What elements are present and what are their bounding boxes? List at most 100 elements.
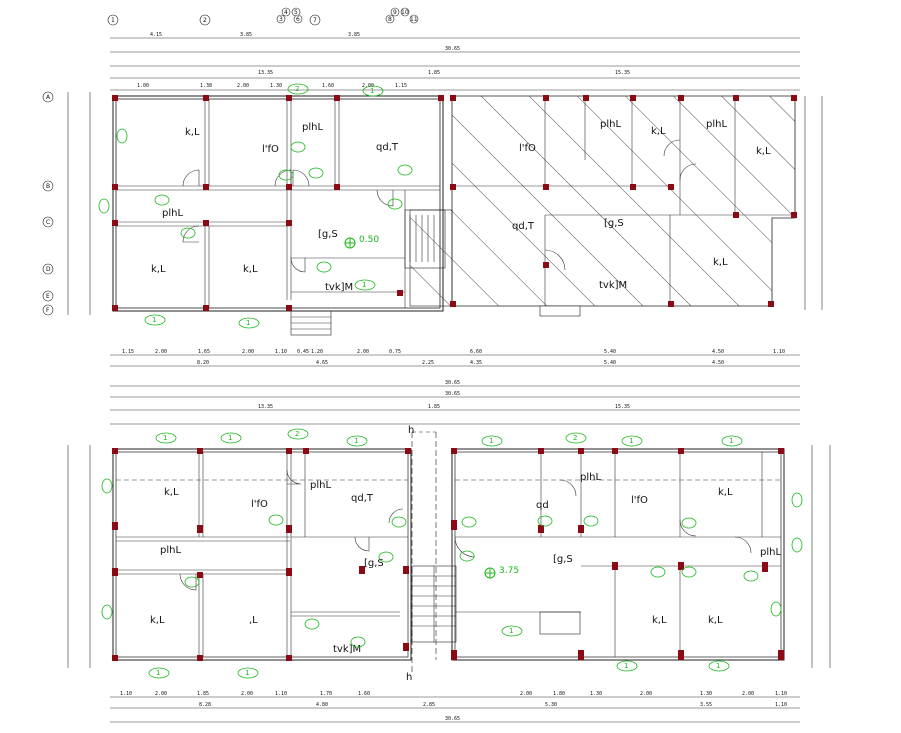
dim-bb-tot-2: 4.80 — [316, 702, 328, 708]
dim-tb-total-2: 30.65 — [445, 391, 460, 397]
room-label-bath3: plhL — [600, 119, 621, 130]
dim-top-1: 4.15 — [150, 32, 162, 38]
dim-top-right: 15.35 — [615, 70, 630, 76]
grid-bubbles-left: A B C D E F — [42, 91, 91, 316]
room-label-entry2: tvk]M — [599, 280, 627, 291]
room-label-b-hall2: [g,S — [553, 554, 573, 565]
dim-tb-11: 6.60 — [470, 349, 482, 355]
tag-b-9: 1 — [156, 669, 160, 677]
room-label-study2: l'fO — [519, 143, 536, 154]
room-label-store1: qd,T — [376, 142, 399, 153]
dim-bb-5: 1.10 — [275, 691, 287, 697]
tag-b-6: 2 — [573, 434, 577, 442]
room-label-b-bath1: plhL — [310, 480, 331, 491]
tag-d1-a: 1 — [152, 316, 156, 324]
dim-bb-2: 2.00 — [155, 691, 167, 697]
bottom-plan: 13.35 1.85 15.35 h h — [67, 404, 831, 723]
tag-b-13: 1 — [716, 662, 720, 670]
dim-bb-18: 2.00 — [640, 691, 652, 697]
tag-d1-c: 1 — [370, 87, 374, 95]
grid-bubbles-top: 1 2 3 4 5 6 7 8 9 10 11 — [107, 7, 419, 26]
room-label-b-bed2: k,L — [150, 615, 165, 626]
door-tags-bottom: 1 1 2 1 1 2 1 1 1 1 1 1 1 — [101, 428, 803, 679]
dim-bay-d: 1.30 — [270, 83, 282, 89]
dim-tb-9: 2.00 — [357, 349, 369, 355]
dim-bb-tot-4: 5.30 — [545, 702, 557, 708]
dim-bb-20: 2.00 — [742, 691, 754, 697]
dim-bb-17: 1.30 — [590, 691, 602, 697]
dim-tb-tot-5: 5.40 — [604, 360, 616, 366]
top-dimension-lines: 4.15 3.85 3.85 30.65 13.35 1.85 15.35 1.… — [110, 32, 800, 91]
tag-b-4: 1 — [354, 437, 358, 445]
dim-bb-total: 30.65 — [445, 716, 460, 722]
dim-bb-19: 1.30 — [700, 691, 712, 697]
dim-bay-g: 1.15 — [395, 83, 407, 89]
grid-bubble-a: A — [46, 94, 51, 101]
room-label-b-study1: l'fO — [251, 499, 268, 510]
bottom-left-wing: k,L l'fO plhL qd,T plhL k,L ,L [g,S tvk]… — [112, 448, 457, 661]
bottom-bottom-dims: 1.10 2.00 1.85 2.00 1.10 1.70 1.60 2.00 … — [110, 691, 800, 723]
dim-tb-total: 30.65 — [445, 380, 460, 386]
dim-bay-f: 2.00 — [362, 83, 374, 89]
dim-b-top-left: 13.35 — [258, 404, 273, 410]
dim-bb-tot-5: 3.55 — [700, 702, 712, 708]
tag-d2-a: 2 — [295, 85, 299, 93]
room-label-entry1: tvk]M — [325, 282, 353, 293]
dim-b-top-mid: 1.85 — [428, 404, 440, 410]
grid-bubble-2: 2 — [203, 17, 207, 24]
dim-tb-tot-1: 8.20 — [197, 360, 209, 366]
grid-bubble-c: C — [46, 219, 50, 226]
bottom-right-wing: qd plhL l'fO k,L [g,S plhL k,L k,L 3.75 — [451, 448, 785, 661]
dim-bay-a: 1.00 — [137, 83, 149, 89]
grid-bubble-3: 3 — [279, 16, 283, 23]
dim-tb-14: 1.10 — [773, 349, 785, 355]
dim-top-total: 30.65 — [445, 46, 460, 52]
room-label-b-bed3: ,L — [249, 615, 258, 626]
dim-tb-7: 1.20 — [311, 349, 323, 355]
room-label-b-store2: qd — [536, 500, 549, 511]
dim-b-top-right: 15.35 — [615, 404, 630, 410]
room-label-b-bed1: k,L — [164, 487, 179, 498]
room-label-b-bath2: plhL — [160, 545, 181, 556]
top-right-wing: l'fO plhL k,L plhL k,L qd,T [g,S k,L tvk… — [409, 95, 823, 317]
dim-bb-tot-6: 1.10 — [775, 702, 787, 708]
room-label-hall1: [g,S — [318, 229, 338, 240]
dim-bb-7: 1.70 — [320, 691, 332, 697]
room-label-store2: qd,T — [512, 221, 535, 232]
dim-top-2: 3.85 — [240, 32, 252, 38]
grid-bubble-11: 11 — [410, 16, 418, 23]
grid-bubble-5: 5 — [294, 9, 298, 16]
dim-tb-tot-6: 4.50 — [712, 360, 724, 366]
dim-tb-tot-3: 2.25 — [422, 360, 434, 366]
grid-bubble-4: 4 — [284, 9, 288, 16]
tag-b-8: 1 — [729, 437, 733, 445]
room-label-bed6: k,L — [713, 257, 728, 268]
grid-bubble-f: F — [46, 307, 50, 314]
dim-bb-1: 1.10 — [120, 691, 132, 697]
dim-tb-13: 4.50 — [712, 349, 724, 355]
dim-bb-8: 1.60 — [358, 691, 370, 697]
dim-tb-2: 2.00 — [155, 349, 167, 355]
room-label-bed4: k,L — [651, 126, 666, 137]
dim-bb-16: 1.80 — [553, 691, 565, 697]
dim-tb-tot-2: 4.65 — [316, 360, 328, 366]
dim-tb-12: 5.40 — [604, 349, 616, 355]
room-label-bath1: plhL — [302, 122, 323, 133]
section-marker-bottom: h — [406, 672, 412, 683]
grid-bubble-1: 1 — [111, 17, 115, 24]
tag-b-7: 1 — [629, 437, 633, 445]
tag-d1-b: 1 — [246, 319, 250, 327]
grid-bubble-b: B — [46, 183, 50, 190]
dim-bb-4: 2.00 — [241, 691, 253, 697]
dim-bay-e: 1.60 — [322, 83, 334, 89]
dim-bb-3: 1.85 — [197, 691, 209, 697]
grid-bubble-10: 10 — [401, 9, 409, 16]
dim-bb-15: 2.00 — [520, 691, 532, 697]
top-plan: 1 2 3 4 5 6 7 8 9 10 11 — [42, 7, 823, 398]
level-marker-top: 0.50 — [359, 235, 379, 245]
tag-b-11: 1 — [509, 627, 513, 635]
room-label-b-store1: qd,T — [351, 493, 374, 504]
grid-bubble-6: 6 — [296, 16, 300, 23]
dim-bay-c: 2.00 — [237, 83, 249, 89]
